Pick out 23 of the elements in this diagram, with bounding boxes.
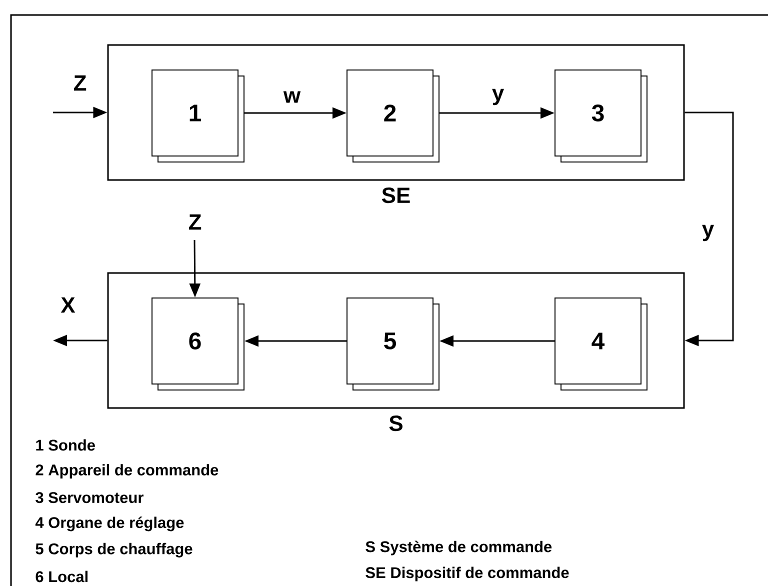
block-box: 6 xyxy=(152,298,244,390)
block-box: 5 xyxy=(346,298,440,390)
legend-text: 6 Local xyxy=(36,570,88,582)
legend-text: 3 Servomoteur xyxy=(36,492,144,504)
signal-label: Z xyxy=(187,213,203,231)
legend-text: 4 Organe de réglage xyxy=(35,516,184,532)
signal-label: X xyxy=(60,296,76,314)
legend-text: SE Dispositif de commande xyxy=(366,566,569,582)
signal-label: y xyxy=(700,224,716,242)
box-title: S xyxy=(389,416,402,432)
legend-text: 2 Appareil de commande xyxy=(36,464,218,479)
legend-text: 5 Corps de chauffage xyxy=(36,542,192,558)
block-box: 4 xyxy=(554,298,648,390)
box-title: SE xyxy=(382,188,410,204)
block-box: 1 xyxy=(152,70,244,162)
arrow xyxy=(684,112,734,346)
legend-text: 1 Sonde xyxy=(36,439,95,451)
signal-label: w xyxy=(282,90,302,104)
signal-label: Z xyxy=(72,74,88,92)
signal-label: y xyxy=(490,88,506,106)
block-box: 2 xyxy=(346,70,440,162)
block-box: 3 xyxy=(554,70,648,162)
legend-text: S Système de commande xyxy=(366,540,552,556)
